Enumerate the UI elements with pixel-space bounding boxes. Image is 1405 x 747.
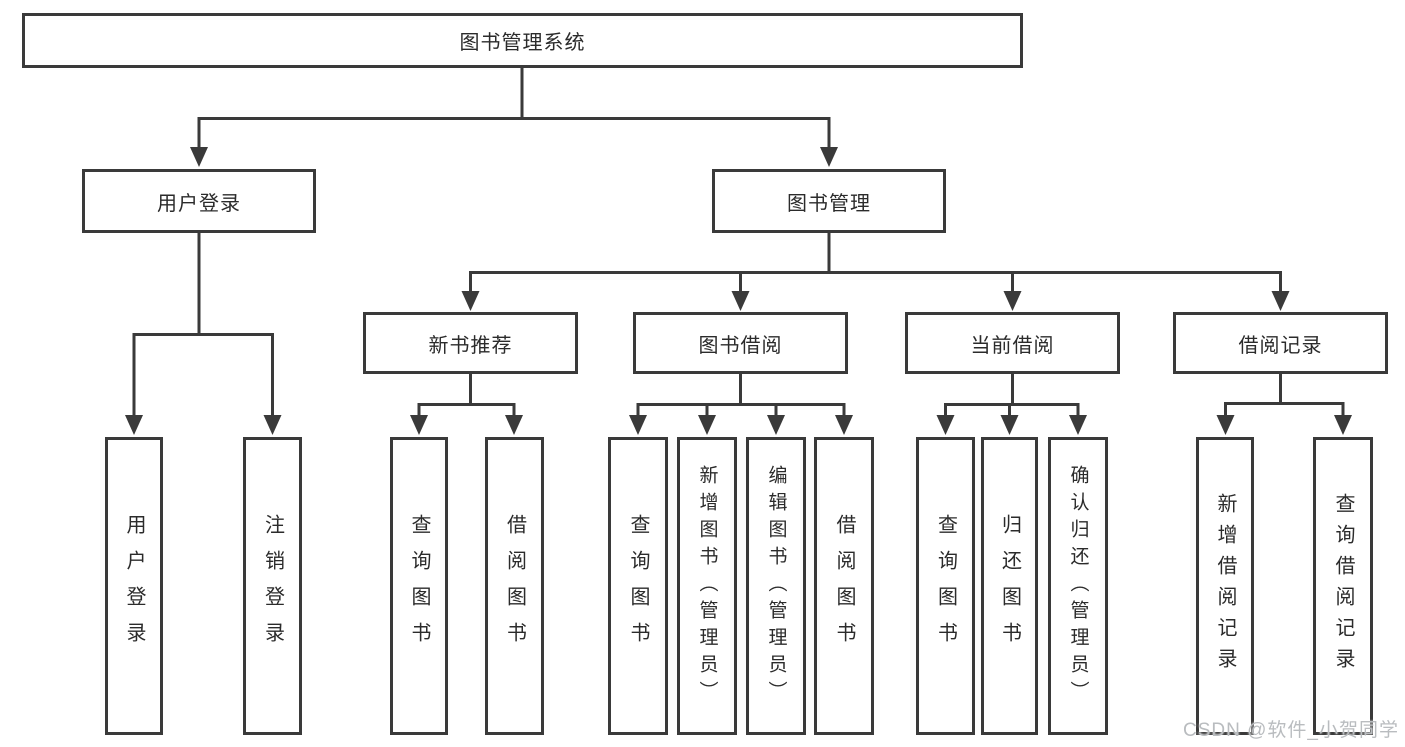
leaf-confirm-return-admin: 确认归还（管理员） — [1048, 437, 1108, 735]
leaf-query-borrow-record: 查询借阅记录 — [1313, 437, 1373, 735]
node-new-book-recommend: 新书推荐 — [363, 312, 578, 374]
leaf-add-borrow-record: 新增借阅记录 — [1196, 437, 1254, 735]
leaf-borrow-books: 借阅图书 — [814, 437, 874, 735]
leaf-query-books-recommend: 查询图书 — [390, 437, 448, 735]
leaf-return-books: 归还图书 — [981, 437, 1038, 735]
connector-book-borrow-children — [629, 373, 853, 435]
connector-user-login-children — [125, 233, 282, 435]
leaf-logout: 注销登录 — [243, 437, 302, 735]
leaf-add-book-admin: 新增图书（管理员） — [677, 437, 737, 735]
connector-root-to-level2 — [190, 68, 838, 167]
node-root-system: 图书管理系统 — [22, 13, 1023, 68]
node-book-borrow: 图书借阅 — [633, 312, 848, 374]
connector-book-management-children — [461, 233, 1290, 311]
node-user-login: 用户登录 — [82, 169, 316, 233]
leaf-edit-book-admin: 编辑图书（管理员） — [746, 437, 806, 735]
node-current-borrow: 当前借阅 — [905, 312, 1120, 374]
leaf-borrow-books-recommend: 借阅图书 — [485, 437, 544, 735]
leaf-query-books-borrow: 查询图书 — [608, 437, 668, 735]
node-book-management: 图书管理 — [712, 169, 946, 233]
leaf-query-books-current: 查询图书 — [916, 437, 975, 735]
leaf-user-login: 用户登录 — [105, 437, 163, 735]
connector-current-borrow-children — [936, 373, 1087, 435]
node-borrow-record: 借阅记录 — [1173, 312, 1388, 374]
watermark: CSDN @软件_小贺同学 — [1183, 720, 1399, 741]
connector-new-book-recommend-children — [410, 373, 523, 435]
connector-borrow-record-children — [1216, 373, 1352, 435]
